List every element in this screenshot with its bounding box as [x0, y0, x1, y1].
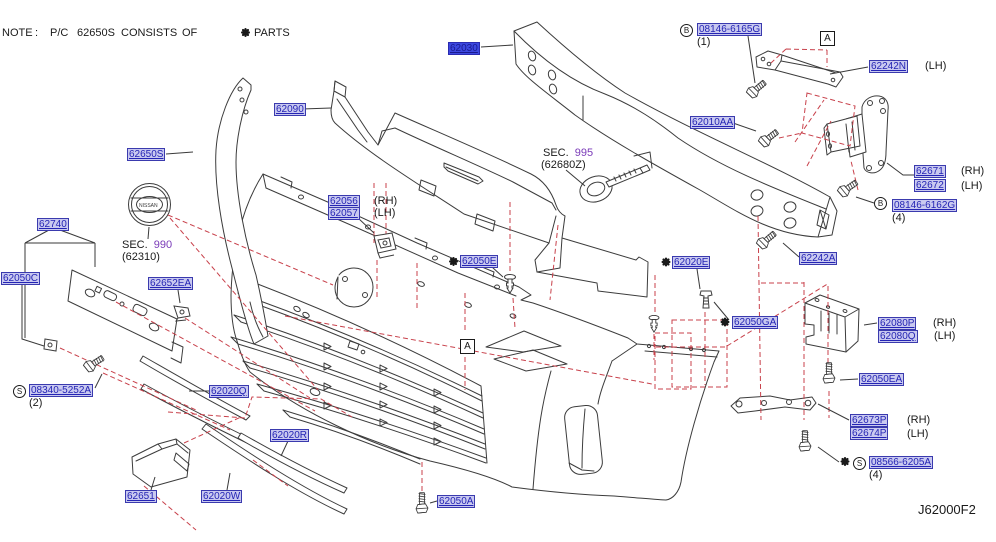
- svg-text:NISSAN: NISSAN: [139, 203, 158, 209]
